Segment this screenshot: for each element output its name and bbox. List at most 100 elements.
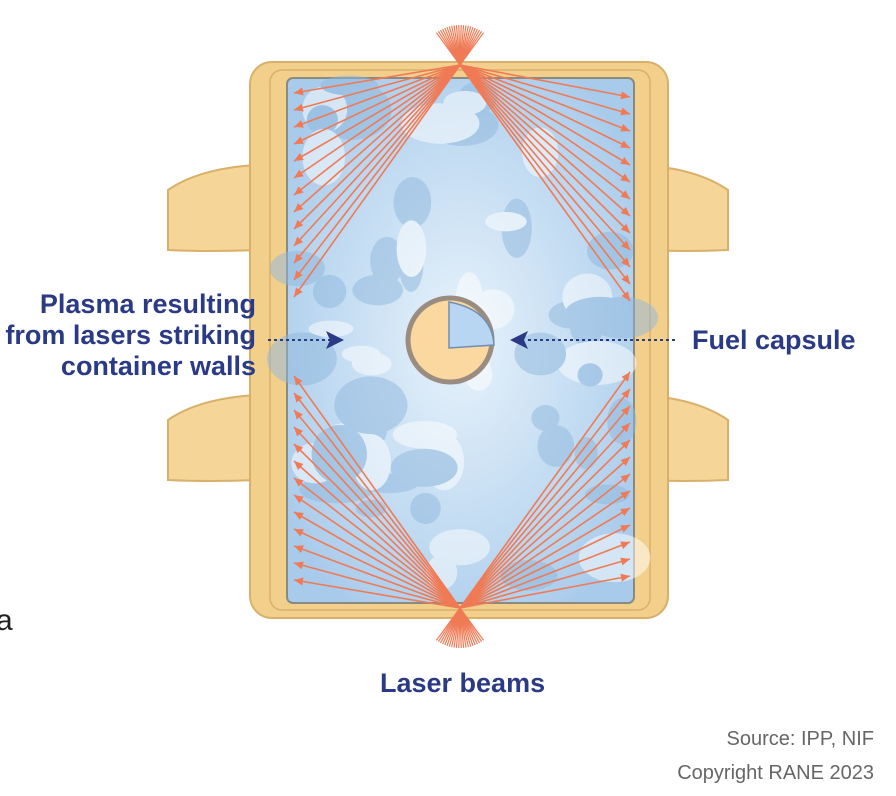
laser-beam xyxy=(459,541,631,609)
laser-arrowhead xyxy=(620,491,630,500)
laser-arrowhead xyxy=(621,406,630,416)
fuel-capsule-label: Fuel capsule xyxy=(692,325,856,355)
laser-arrowhead xyxy=(620,173,630,182)
laser-beam xyxy=(459,64,631,132)
laser-arrowhead xyxy=(294,444,304,454)
laser-beam xyxy=(293,409,461,609)
laser-arrowhead xyxy=(620,240,630,250)
plasma-blob xyxy=(396,220,427,277)
laser-beam xyxy=(293,579,461,609)
laser-beam xyxy=(293,64,461,145)
laser-beam xyxy=(459,388,631,609)
laser-arrowhead xyxy=(620,223,630,233)
laser-beam xyxy=(459,64,631,302)
laser-beam xyxy=(293,460,461,609)
laser-beams-label: Laser beams xyxy=(380,668,546,698)
laser-arrowhead xyxy=(620,508,630,517)
plasma-blob xyxy=(429,529,490,566)
laser-beam xyxy=(459,64,631,183)
copyright-text: Copyright RANE 2023 xyxy=(677,762,874,784)
laser-beam xyxy=(459,64,631,217)
source-text: Source: IPP, NIF xyxy=(726,728,874,750)
plasma-blob xyxy=(578,533,651,583)
laser-arrowhead xyxy=(294,120,304,128)
fuel-capsule xyxy=(405,295,495,385)
plasma-blob xyxy=(607,398,637,444)
laser-beam xyxy=(459,64,631,268)
laser-beam xyxy=(293,545,461,609)
plasma-label-line: container walls xyxy=(60,351,256,381)
laser-arrowhead xyxy=(294,253,303,263)
arrowhead-capsule xyxy=(510,331,528,349)
laser-beam xyxy=(459,64,631,115)
laser-beam xyxy=(293,64,461,281)
laser-arrowhead xyxy=(294,219,304,229)
plasma-blob xyxy=(537,425,575,467)
plasma-blob xyxy=(393,177,432,228)
laser-beam xyxy=(459,64,631,200)
laser-arrowhead xyxy=(294,561,304,570)
laser-arrowhead xyxy=(294,495,304,504)
laser-beam xyxy=(293,477,461,609)
plasma-label-line: Plasma resulting xyxy=(39,289,256,319)
plasma-blob xyxy=(485,211,527,232)
laser-beam xyxy=(293,64,461,264)
laser-beams xyxy=(293,25,631,648)
laser-entry-ray xyxy=(435,607,461,641)
laser-beam xyxy=(293,64,461,128)
plasma-blob xyxy=(320,75,379,96)
laser-arrowhead xyxy=(620,207,630,216)
laser-beam xyxy=(459,64,631,251)
plasma-blob xyxy=(334,376,408,435)
laser-arrowhead xyxy=(620,124,630,132)
laser-arrowhead xyxy=(621,372,630,382)
laser-beam xyxy=(459,371,631,609)
laser-beam xyxy=(293,528,461,609)
stray-text: a xyxy=(0,604,13,637)
laser-beam xyxy=(293,443,461,609)
laser-beam xyxy=(459,405,631,609)
laser-beam xyxy=(293,64,461,213)
laser-beam xyxy=(293,64,461,247)
laser-arrowhead xyxy=(294,410,303,420)
laser-arrowhead xyxy=(620,423,630,433)
laser-arrowhead xyxy=(620,474,630,483)
plasma-blob xyxy=(269,250,325,287)
laser-beam xyxy=(459,456,631,609)
laser-arrowhead xyxy=(294,236,304,246)
laser-arrowhead xyxy=(294,545,304,553)
laser-arrowhead xyxy=(294,393,303,403)
laser-arrowhead xyxy=(294,577,304,586)
laser-beam xyxy=(293,426,461,609)
laser-beam xyxy=(459,507,631,609)
plasma-blob xyxy=(574,437,598,470)
laser-arrowhead xyxy=(294,87,304,96)
laser-beam xyxy=(459,64,631,234)
laser-arrowhead xyxy=(620,140,630,148)
laser-arrowhead xyxy=(620,573,630,582)
laser-arrowhead xyxy=(294,103,304,112)
laser-beam xyxy=(459,422,631,609)
plasma-blob xyxy=(308,320,354,337)
laser-beam xyxy=(293,494,461,609)
laser-arrowhead xyxy=(620,190,630,199)
plasma-blob xyxy=(370,236,405,286)
laser-arrowhead xyxy=(294,529,304,537)
laser-beam xyxy=(293,375,461,609)
laser-arrowhead xyxy=(294,287,303,297)
laser-beam xyxy=(293,64,461,111)
laser-beam xyxy=(293,562,461,609)
laser-arrowhead xyxy=(620,525,630,533)
laser-arrowhead xyxy=(621,274,630,284)
laser-beam xyxy=(459,490,631,609)
laser-arrowhead xyxy=(620,457,630,466)
laser-arrowhead xyxy=(620,107,630,116)
plasma-blob xyxy=(410,492,441,524)
laser-arrowhead xyxy=(621,257,630,267)
laser-beam xyxy=(459,64,631,149)
plasma-blob xyxy=(341,345,381,363)
laser-beam xyxy=(459,439,631,609)
laser-beam xyxy=(459,524,631,609)
plasma-label-line: from lasers striking xyxy=(5,320,256,350)
